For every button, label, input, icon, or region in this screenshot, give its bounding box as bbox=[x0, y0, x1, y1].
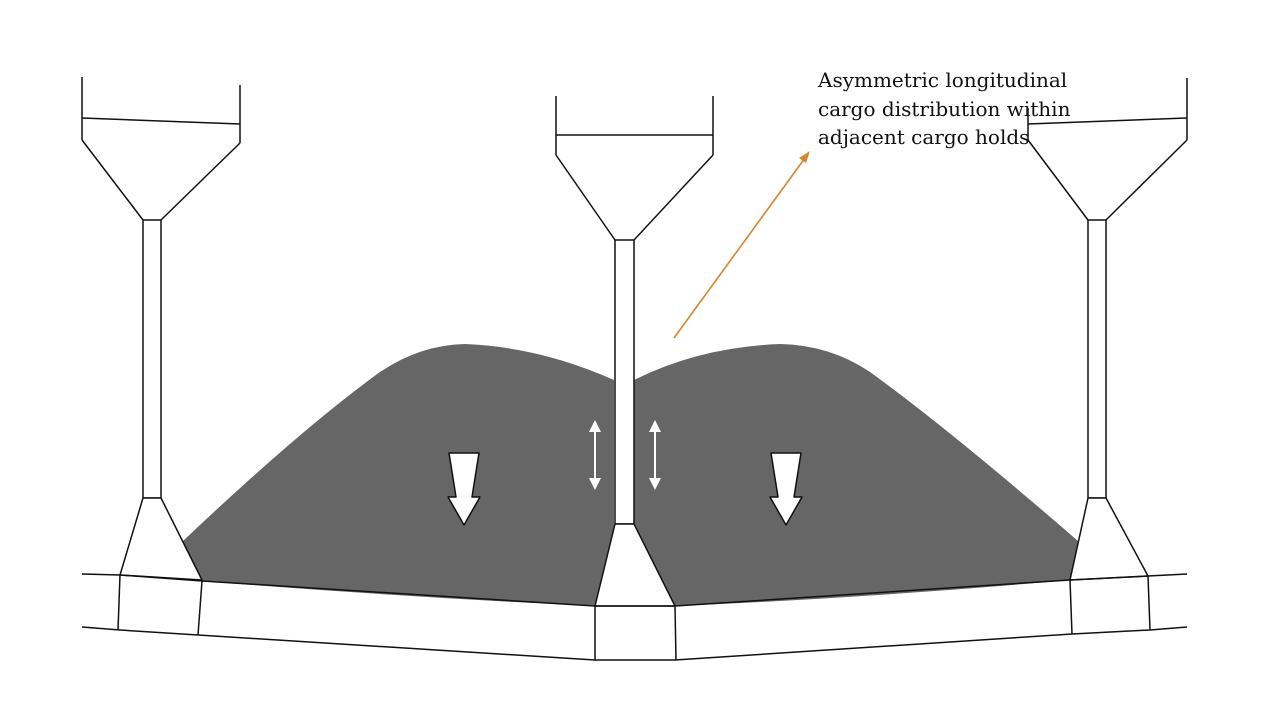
bulkhead-left bbox=[81, 77, 241, 581]
annotation-text: Asymmetric longitudinal cargo distributi… bbox=[818, 66, 1118, 152]
load-arrow-down-left-icon bbox=[447, 452, 481, 526]
annotation-leader-line bbox=[673, 151, 810, 339]
annotation-line: cargo distribution within bbox=[818, 96, 1071, 121]
double-arrow-vertical-right-icon bbox=[649, 420, 661, 490]
double-bottom bbox=[81, 573, 1188, 661]
annotation-line: Asymmetric longitudinal bbox=[818, 68, 1068, 92]
double-arrow-vertical-left-icon bbox=[589, 420, 601, 490]
cargo-pile-right bbox=[634, 344, 1078, 606]
bulkhead-right bbox=[1027, 78, 1188, 581]
hull-structure bbox=[81, 77, 1188, 661]
annotation-line: adjacent cargo holds bbox=[818, 125, 1030, 149]
cargo-pile-left bbox=[183, 344, 614, 606]
load-arrow-down-right-icon bbox=[769, 452, 803, 526]
